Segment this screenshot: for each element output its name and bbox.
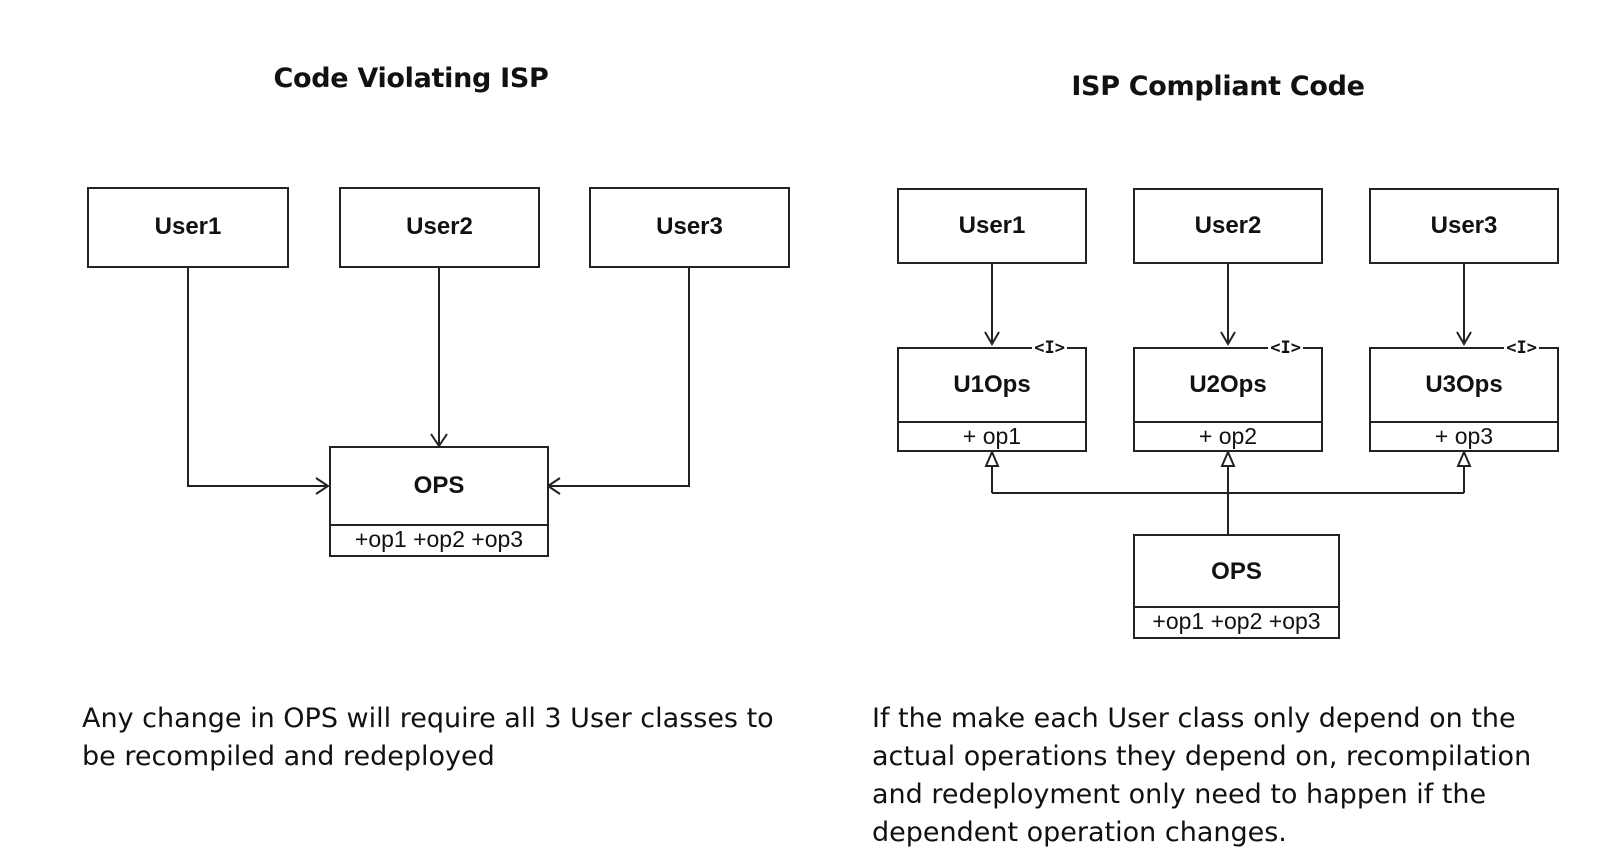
user3-to-ops-arrow [550, 268, 690, 487]
user-label: User2 [1194, 212, 1262, 239]
left-title: Code Violating ISP [273, 63, 549, 94]
u2ops-realization-triangle [1220, 449, 1236, 467]
interface-stereotype: <I> [1032, 338, 1067, 358]
ops-members: +op1 +op2 +op3 [331, 524, 547, 555]
ops-label: OPS [1211, 558, 1262, 585]
u3ops-realization-triangle [1456, 449, 1472, 467]
interface-stereotype: <I> [1268, 338, 1303, 358]
interface-name: U3Ops [1425, 371, 1503, 398]
user-label: User3 [656, 213, 723, 240]
interface-name: U2Ops [1189, 371, 1267, 398]
right-user1-box: User1 [897, 188, 1087, 264]
left-caption: Any change in OPS will require all 3 Use… [82, 703, 774, 772]
left-user2-box: User2 [339, 187, 540, 268]
user-label: User1 [154, 213, 222, 240]
user-label: User2 [406, 213, 473, 240]
user-label: User3 [1430, 212, 1498, 239]
ops-label: OPS [413, 472, 465, 499]
user-label: User1 [958, 212, 1026, 239]
user1-to-ops-arrow [187, 268, 326, 487]
ops-members: +op1 +op2 +op3 [1135, 606, 1338, 637]
interface-member: + op1 [899, 421, 1085, 450]
left-user3-box: User3 [589, 187, 790, 268]
u1ops-realization-triangle [984, 449, 1000, 467]
interface-name: U1Ops [953, 371, 1031, 398]
right-title: ISP Compliant Code [1071, 71, 1365, 102]
right-user2-box: User2 [1133, 188, 1323, 264]
interface-stereotype: <I> [1504, 338, 1539, 358]
u2ops-interface: <I> U2Ops + op2 [1133, 339, 1323, 452]
left-ops-class: OPS +op1 +op2 +op3 [329, 446, 549, 557]
left-user1-box: User1 [87, 187, 289, 268]
right-caption: If the make each User class only depend … [872, 703, 1532, 848]
right-user3-box: User3 [1369, 188, 1559, 264]
interface-member: + op2 [1135, 421, 1321, 450]
u3ops-interface: <I> U3Ops + op3 [1369, 339, 1559, 452]
interface-member: + op3 [1371, 421, 1557, 450]
u1ops-interface: <I> U1Ops + op1 [897, 339, 1087, 452]
right-ops-class: OPS +op1 +op2 +op3 [1133, 534, 1340, 639]
